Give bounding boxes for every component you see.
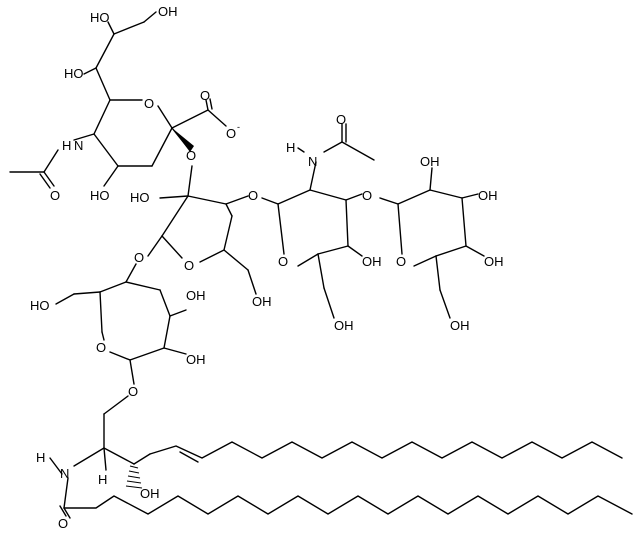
ring-oxygen-glcnac: O <box>278 254 288 269</box>
oh-label-sialic-c4: HO <box>90 188 110 203</box>
oh-label-gal-c2: HO <box>130 190 150 205</box>
carboxylate-charge: - <box>237 122 240 132</box>
glycosidic-o-ceramide: O <box>128 384 138 399</box>
oh-label-sialic-c8: HO <box>90 10 110 25</box>
carboxylate-o-top: O <box>200 88 210 103</box>
oh-label-glcnac-c4: OH <box>362 254 382 269</box>
n-label-amide: N <box>60 466 69 481</box>
ceramide-chain <box>49 395 633 519</box>
oh-label-tgal-c6: OH <box>450 318 470 333</box>
glcnac-residue <box>261 123 375 319</box>
terminal-galactose-residue <box>379 167 485 319</box>
n-label-sialic: H <box>62 138 71 153</box>
oh-label-sialic-c9: OH <box>158 4 178 19</box>
n-label-sialic-n: N <box>74 138 83 153</box>
oh-label-tgal-c4: OH <box>420 154 440 169</box>
n-label-glcnac: N <box>308 154 317 169</box>
ring-oxygen-glc: O <box>96 340 106 355</box>
oh-label-tgal-c3: OH <box>478 188 498 203</box>
oh-label-glc-c2: OH <box>186 352 206 367</box>
acetyl-o-glcnac: O <box>336 112 346 127</box>
oh-label-glcnac-c6: OH <box>334 318 354 333</box>
ring-oxygen-sialic: O <box>144 96 154 111</box>
sialic-acid-residue <box>9 11 227 189</box>
atom-labels: HO OH HO O O O - H N O HO O HO O O OH O … <box>30 4 504 531</box>
carboxylate-o-minus: O <box>226 126 236 141</box>
acetyl-o-sialic: O <box>50 188 60 203</box>
ring-oxygen-tgal: O <box>396 254 406 269</box>
oh-label-gal-c6: OH <box>252 294 272 309</box>
ring-oxygen-gal: O <box>184 258 194 273</box>
h-label-c2: H <box>98 472 107 487</box>
glycosidic-o-gal-glc: O <box>134 250 144 265</box>
glycosidic-o-glcnac-gal: O <box>362 188 372 203</box>
glycosidic-o-sialic: O <box>186 148 196 163</box>
oh-label-glc-c3: OH <box>186 288 206 303</box>
oh-label-glc-c6: HO <box>30 298 50 313</box>
oh-label-tgal-c2: OH <box>484 254 504 269</box>
oh-label-ceramide: OH <box>140 486 160 501</box>
h-label-amide: H <box>36 450 45 465</box>
amide-o-label: O <box>58 516 68 531</box>
oh-label-sialic-c7: HO <box>64 66 84 81</box>
galactose-residue <box>147 165 257 295</box>
glycosidic-o-gal-glcnac: O <box>248 188 258 203</box>
h-label-glcnac: H <box>286 140 295 155</box>
glucose-residue <box>55 263 187 385</box>
